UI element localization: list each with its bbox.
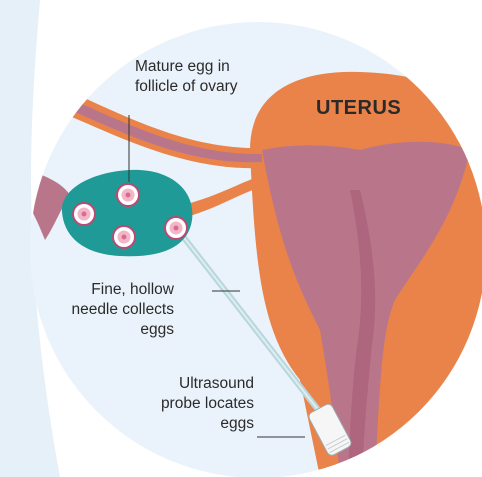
egg-follicle xyxy=(165,217,187,239)
probe-label-line-3: eggs xyxy=(161,414,254,434)
needle-label-line-1: Fine, hollow xyxy=(71,280,174,300)
probe-label: Ultrasound probe locates eggs xyxy=(161,374,254,434)
needle-label: Fine, hollow needle collects eggs xyxy=(71,280,174,340)
uterus-label: UTERUS xyxy=(316,97,401,120)
mature-egg-label: Mature egg in follicle of ovary xyxy=(135,57,238,97)
egg-follicle xyxy=(117,184,139,206)
needle-label-line-3: eggs xyxy=(71,320,174,340)
egg-follicle xyxy=(113,226,135,248)
probe-label-line-2: probe locates xyxy=(161,394,254,414)
egg-follicle xyxy=(73,203,95,225)
mature-egg-label-line-2: follicle of ovary xyxy=(135,77,238,97)
probe-label-line-1: Ultrasound xyxy=(161,374,254,394)
needle-label-line-2: needle collects xyxy=(71,300,174,320)
mature-egg-label-line-1: Mature egg in xyxy=(135,57,238,77)
